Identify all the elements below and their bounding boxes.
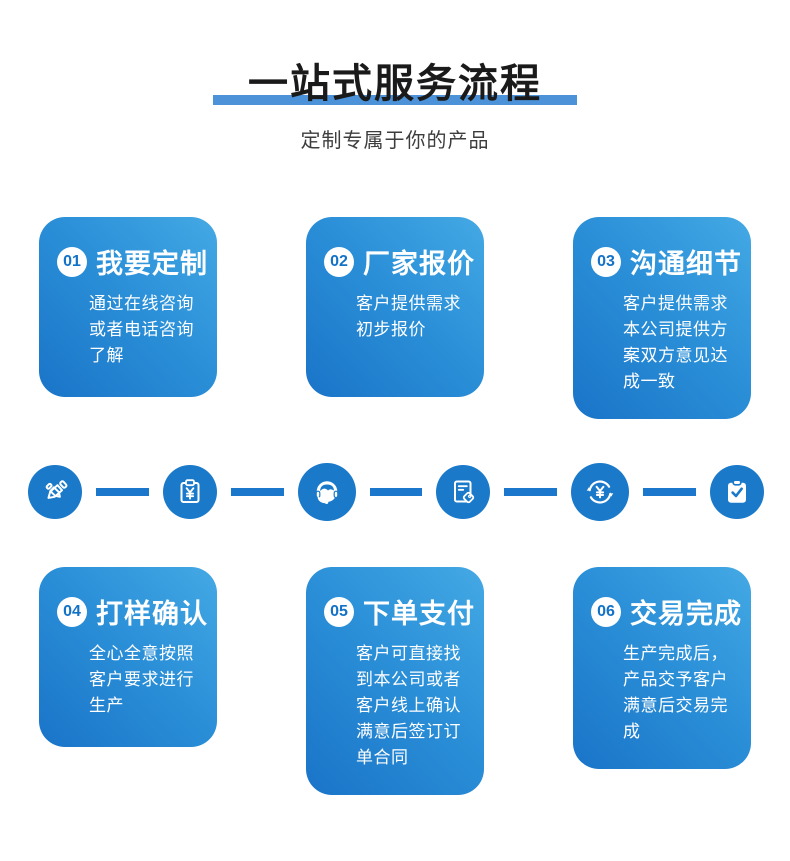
step-card-3: 03 沟通细节 客户提供需求本公司提供方案双方意见达成一致 [573, 217, 751, 419]
step-title: 沟通细节 [630, 249, 742, 279]
step-title: 下单支付 [363, 599, 475, 629]
title-block: 一站式服务流程 [213, 60, 577, 108]
flow-connector-line [230, 488, 284, 496]
customer-service-icon [297, 463, 356, 521]
page-subtitle: 定制专属于你的产品 [300, 130, 490, 152]
step-number-badge: 03 [591, 246, 621, 277]
process-icon-flow [0, 463, 790, 521]
step-description: 全心全意按照客户要求进行生产 [89, 644, 194, 715]
step-number-badge: 02 [324, 246, 354, 277]
step-card-2: 02 厂家报价 客户提供需求初步报价 [306, 217, 484, 397]
design-pens-icon [28, 465, 82, 519]
step-card-1: 01 我要定制 通过在线咨询或者电话咨询了解 [39, 217, 217, 397]
order-tag-document-icon [436, 465, 491, 519]
step-title: 打样确认 [96, 599, 208, 629]
step-title: 厂家报价 [363, 249, 475, 279]
payment-cycle-icon [571, 463, 630, 521]
step-card-head: 06 交易完成 [591, 592, 741, 631]
task-complete-icon [709, 465, 764, 519]
step-card-4: 04 打样确认 全心全意按照客户要求进行生产 [39, 567, 217, 747]
step-title: 交易完成 [630, 599, 742, 629]
flow-connector-line [96, 488, 149, 496]
step-card-5: 05 下单支付 客户可直接找到本公司或者客户线上确认满意后签订订单合同 [306, 567, 484, 795]
price-clipboard-icon [162, 465, 217, 519]
step-number-badge: 04 [57, 596, 87, 627]
steps-row-bottom: 04 打样确认 全心全意按照客户要求进行生产 05 下单支付 客户可直接找到本公… [0, 567, 790, 795]
title-underline-bar [213, 95, 577, 105]
step-number-badge: 01 [57, 246, 87, 277]
flow-connector-line [369, 488, 423, 496]
step-number-badge: 05 [324, 596, 354, 627]
step-title: 我要定制 [96, 249, 208, 279]
step-card-head: 04 打样确认 [57, 592, 207, 631]
step-card-6: 06 交易完成 生产完成后，产品交予客户满意后交易完成 [573, 567, 751, 769]
step-card-head: 02 厂家报价 [324, 242, 474, 281]
flow-connector-line [643, 488, 696, 496]
step-number-badge: 06 [591, 596, 621, 627]
step-description: 生产完成后，产品交予客户满意后交易完成 [623, 644, 728, 741]
steps-row-top: 01 我要定制 通过在线咨询或者电话咨询了解 02 厂家报价 客户提供需求初步报… [0, 217, 790, 419]
step-card-head: 03 沟通细节 [591, 242, 741, 281]
flow-connector-line [504, 488, 558, 496]
step-description: 通过在线咨询或者电话咨询了解 [89, 294, 194, 365]
step-card-head: 05 下单支付 [324, 592, 474, 631]
step-description: 客户提供需求初步报价 [356, 294, 461, 339]
header: 一站式服务流程 定制专属于你的产品 [0, 0, 790, 153]
page-title: 一站式服务流程 [248, 62, 542, 106]
step-description: 客户可直接找到本公司或者客户线上确认满意后签订订单合同 [356, 644, 461, 767]
step-card-head: 01 我要定制 [57, 242, 207, 281]
step-description: 客户提供需求本公司提供方案双方意见达成一致 [623, 294, 728, 391]
